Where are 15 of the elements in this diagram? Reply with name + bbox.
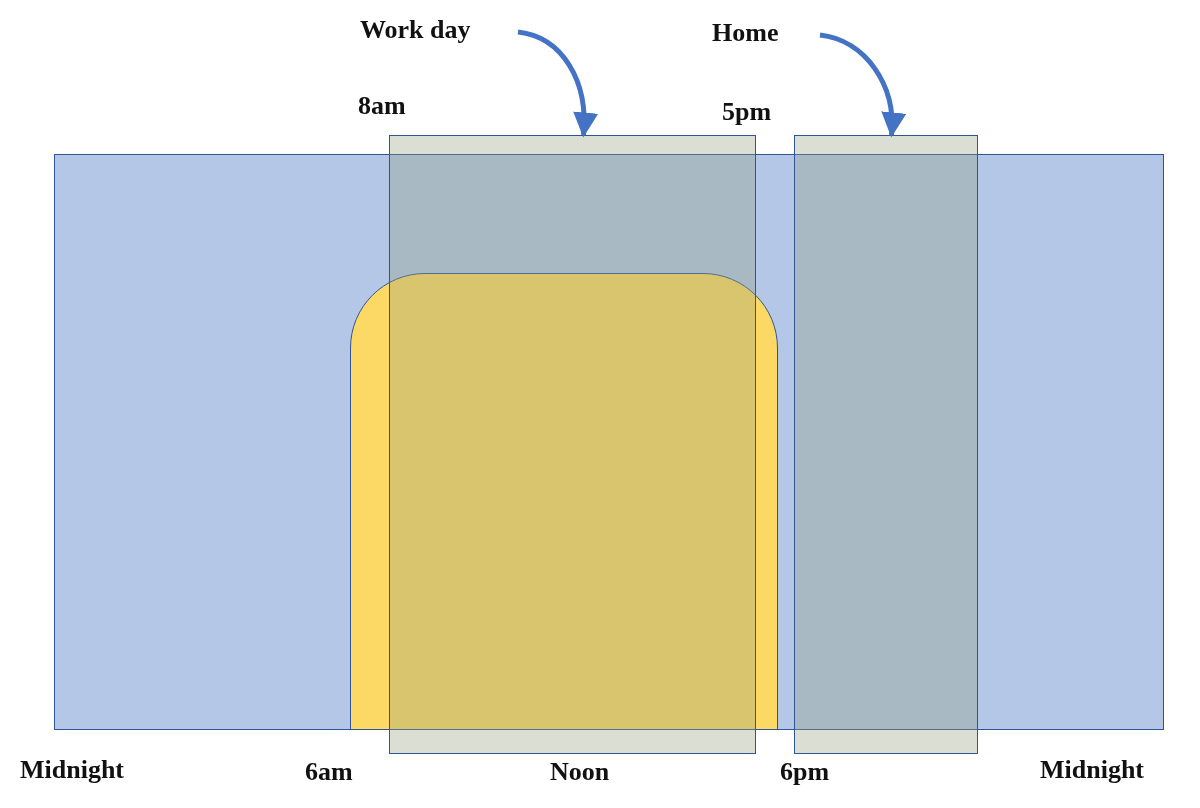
- time-label: Midnight: [1040, 756, 1145, 785]
- time-label: 5pm: [722, 98, 772, 127]
- daylight-shape: [349, 272, 778, 730]
- night-band: [54, 154, 1164, 730]
- time-label: Midnight: [20, 756, 125, 785]
- arrow: [517, 29, 598, 138]
- time-window-box: [794, 135, 978, 754]
- time-label: Noon: [550, 758, 610, 787]
- time-label: 8am: [358, 92, 406, 121]
- time-window-box: [389, 135, 756, 754]
- time-label: 6am: [305, 758, 353, 787]
- time-label: 6pm: [780, 758, 830, 787]
- period-label: Work day: [360, 16, 471, 45]
- arrow: [819, 32, 905, 138]
- period-label: Home: [712, 19, 779, 48]
